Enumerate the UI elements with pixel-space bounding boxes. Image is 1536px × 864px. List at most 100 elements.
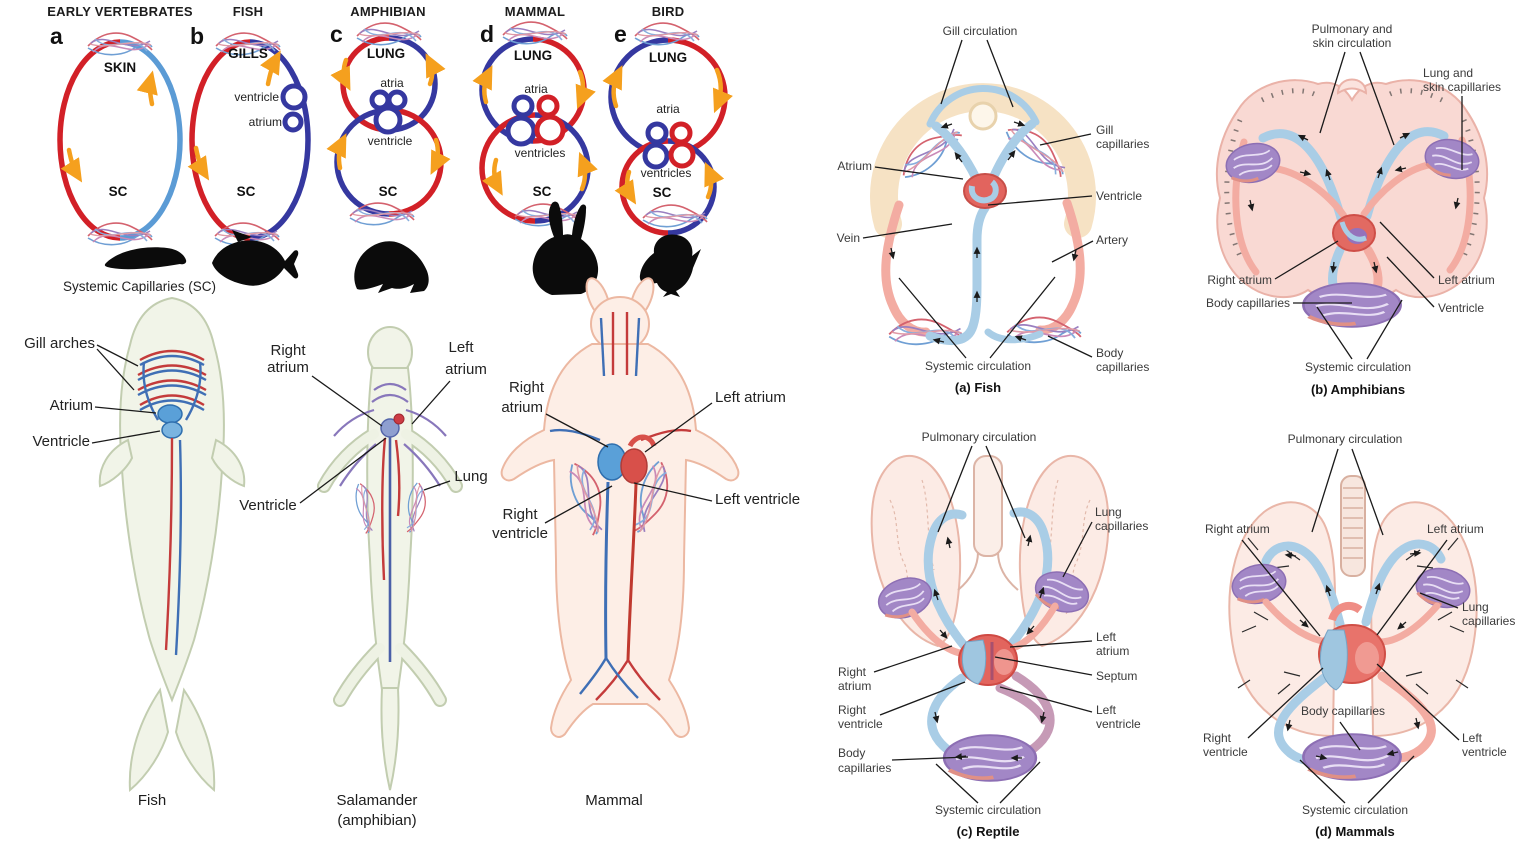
flow-arrow-sys-left [482,157,503,196]
right-ventricle-label-line1: Right [502,506,538,523]
leader-line [1241,539,1321,637]
panel-title: EARLY VERTEBRATES [47,4,193,19]
flow-arrow-lung-right [425,53,446,87]
mammal-descending-aorta [626,483,638,661]
left-atrium-label: Left atrium [1427,522,1484,536]
circuit-fish: Gill circulation Gill capillaries Atrium… [837,24,1150,395]
leader-line [986,39,1014,108]
fish-atrium [157,404,183,424]
flow-arrows [888,120,1079,345]
ventricle-label: Ventricle [1096,189,1142,203]
right-atrium-label-line1: Right [838,665,867,679]
leader-line [994,656,1093,676]
ventricles-label: ventricles [515,146,566,160]
leader-line [999,761,1041,804]
leader-line [1319,51,1346,134]
leader-line [633,482,713,502]
skin-loop-blue [119,39,183,241]
leader-line [1316,306,1353,360]
mammal-head [590,296,650,352]
leader-line [1039,133,1092,146]
right-atrium-label: Right atrium [1207,273,1272,287]
left-ventricle-label-line1: Left [1096,703,1117,717]
leader-line [1376,539,1448,636]
systemic-circulation-label: Systemic circulation [925,359,1031,373]
gill-capillaries-label-line1: Gill [1096,123,1113,137]
leader-line [862,223,953,239]
gill-capillaries-label-line2: capillaries [1096,137,1149,151]
left-atrium-label: Left atrium [715,389,786,406]
organ-label: LUNG [367,46,405,61]
atria-label: atria [524,82,548,96]
lung-capillaries-label-line1: Lung [1462,600,1489,614]
fish-silhouette [212,240,299,286]
vein-right [984,328,1044,344]
right-ventricle-label-line1: Right [1203,731,1232,745]
ventricle-label: ventricle [234,90,279,104]
leader-line [999,686,1093,713]
pulmocutaneous-left [1258,129,1346,223]
rabbit-silhouette [532,201,599,295]
pulmonary-artery-right [1361,539,1446,627]
leader-line [1009,640,1093,648]
vein-label: Vein [837,231,860,245]
lung-capillaries-label-line2: capillaries [1462,614,1515,628]
left-ventricle-label-line2: ventricle [1462,745,1507,759]
leader-line [96,344,139,367]
pulmonary-circulation-label: Pulmonary circulation [1288,432,1403,446]
left-atrium-ring [536,94,560,118]
salamander-tail [380,687,400,791]
pulmonary-circulation-label: Pulmonary circulation [922,430,1037,444]
body-capillaries-label: Body capillaries [1206,296,1290,310]
systemic-circulation-label: Systemic circulation [1305,360,1411,374]
atria-label: atria [380,76,404,90]
organ-label: GILLS [228,46,268,61]
leader-line [1299,759,1346,804]
salamander-caption-line2: (amphibian) [337,812,416,829]
fish-tail-left [128,687,170,793]
reptile-right-chamber [962,639,987,685]
right-ventricle-label-line2: ventricle [838,717,883,731]
artery-label: Artery [1096,233,1128,247]
circuit-amphibians-caption: (b) Amphibians [1311,382,1405,397]
pulmonary-vein-right [1376,602,1441,646]
atrium-label: atrium [249,115,282,129]
ventricle-ring [280,83,308,111]
leader-line [1379,221,1435,279]
flow-arrow-sys-right [577,151,598,192]
vein-central [925,203,990,346]
panel-title: MAMMAL [505,4,565,19]
organ-label: SKIN [104,60,136,75]
gill-circul-label: Gill circulation [943,24,1018,38]
panel-letter: e [614,21,627,47]
systemic-circulation-label: Systemic circulation [1302,803,1408,817]
right-atrium-label-line1: Right [509,379,545,396]
loop-panel-mammal: MAMMAL d LUNG atria ventricles SC [472,4,598,227]
left-atrium-label: Left atrium [1438,273,1495,287]
panel-letter: a [50,23,63,49]
right-atrium-label-line2: atrium [267,359,309,376]
left-atrium-label-line1: Left [448,339,474,356]
leader-line [1247,667,1324,739]
fish-right-fin [210,438,246,488]
ventricle-ring [373,105,403,135]
right-ventricle-label-line2: ventricle [492,525,548,542]
fish-left-fin [98,438,134,488]
flow-arrow-sys-right [704,161,725,200]
leader-line [1311,448,1339,533]
circuit-mammals: Pulmonary circulation Right atrium Left … [1203,432,1515,839]
fish-vein-right [184,361,202,421]
fish-loop-red [189,39,251,241]
leader-line [91,430,161,444]
amphibian-body [1215,79,1489,302]
atrium-label: Atrium [50,397,93,414]
leader-line [544,485,613,524]
leader-line [1367,755,1415,804]
leader-line [94,406,157,414]
flow-arrow-lung-right [575,69,596,110]
right-ventricle-label-line1: Right [838,703,867,717]
circuit-amphibians: Pulmonary and skin circulation Lung and … [1206,22,1501,397]
trachea-rings [1343,487,1363,559]
leader-line [879,681,966,716]
systemic-circulation-label: Systemic circulation [935,803,1041,817]
